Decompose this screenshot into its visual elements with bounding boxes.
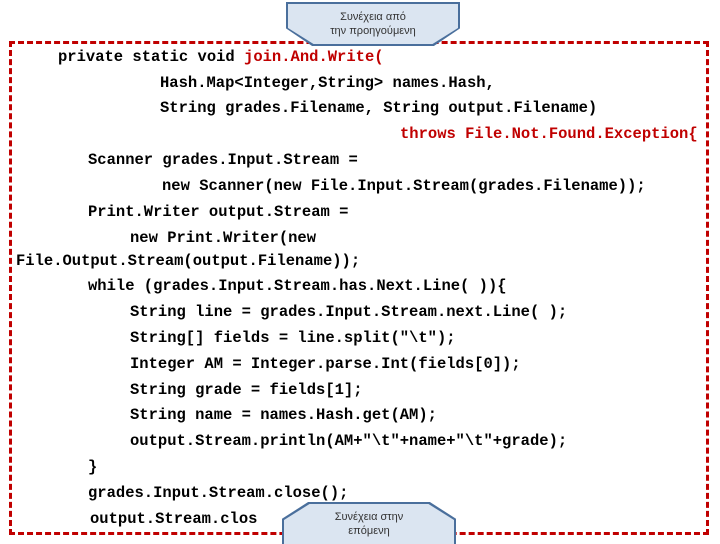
code-line-2: Hash.Map<Integer,String> names.Hash, [160,74,495,92]
code-line-10: while (grades.Input.Stream.has.Next.Line… [88,277,507,295]
code-line-9: File.Output.Stream(output.Filename)); [16,252,361,270]
code-line-11: String line = grades.Input.Stream.next.L… [130,303,568,321]
code-line-1-prefix: private static void [58,48,245,66]
code-line-4: throws File.Not.Found.Exception{ [400,125,698,143]
method-name: join.And.Write( [244,48,384,66]
code-line-17: } [88,458,98,476]
code-line-13: Integer AM = Integer.parse.Int(fields[0]… [130,355,521,373]
code-line-14: String grade = fields[1]; [130,381,363,399]
code-line-3: String grades.Filename, String output.Fi… [160,99,598,117]
prev-slide-button[interactable]: Συνέχεια από την προηγούμενη [288,4,458,44]
code-line-7: Print.Writer output.Stream = [88,203,349,221]
code-line-15: String name = names.Hash.get(AM); [130,406,437,424]
code-line-5: Scanner grades.Input.Stream = [88,151,358,169]
next-slide-button[interactable]: Συνέχεια στην επόμενη [284,504,454,544]
code-line-8: new Print.Writer(new [130,229,317,247]
code-line-19: output.Stream.clos [90,510,258,528]
code-line-6: new Scanner(new File.Input.Stream(grades… [162,177,646,195]
code-line-16: output.Stream.println(AM+"\t"+name+"\t"+… [130,432,568,450]
code-line-12: String[] fields = line.split("\t"); [130,329,456,347]
next-slide-label: Συνέχεια στην επόμενη [334,511,404,537]
prev-slide-label: Συνέχεια από την προηγούμενη [330,11,416,37]
code-line-1: private static void join.And.Write( [58,47,384,67]
code-line-18: grades.Input.Stream.close(); [88,484,349,502]
